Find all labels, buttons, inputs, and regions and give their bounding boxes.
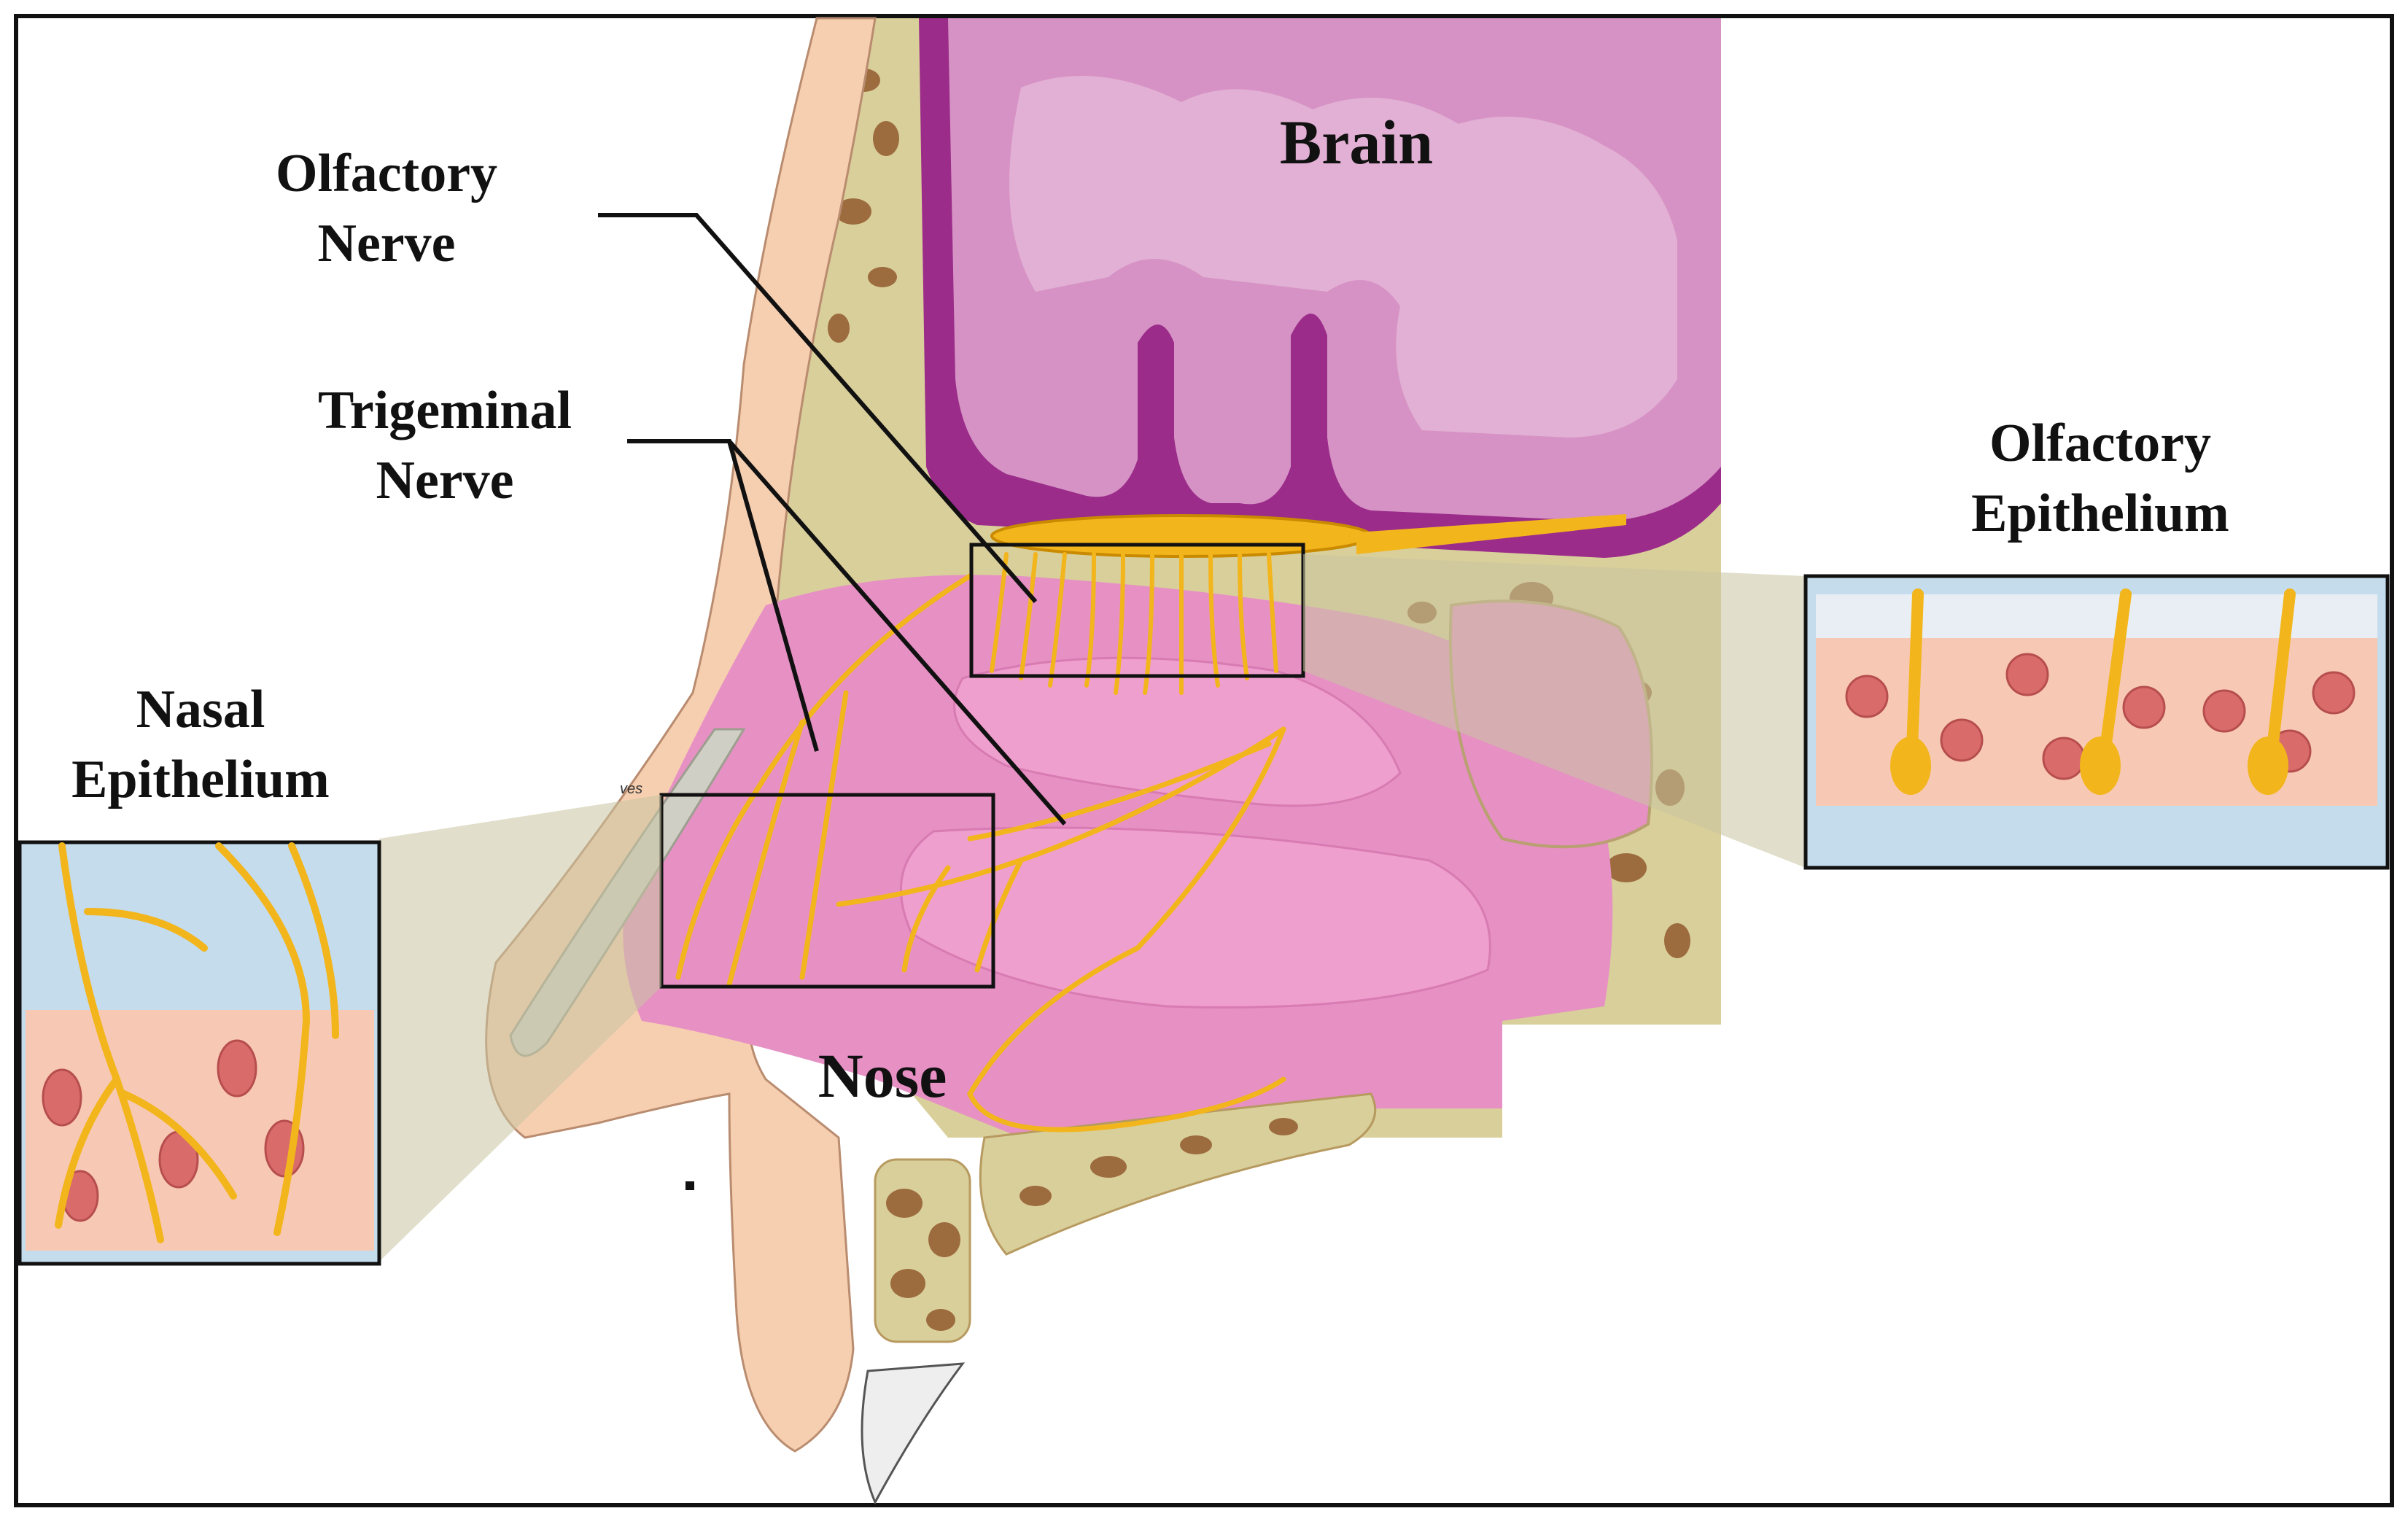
trigeminal-nerve-label: Trigeminal Nerve [284, 376, 605, 516]
olfactory-epithelium-label-line1: Olfactory [1989, 413, 2212, 473]
olfactory-nerve-label-line1: Olfactory [275, 144, 498, 203]
brain-label-text: Brain [1279, 107, 1434, 177]
olfactory-nerve-label: Olfactory Nerve [241, 139, 532, 279]
stray-mark [685, 1181, 694, 1190]
nasal-epithelium-label: Nasal Epithelium [36, 675, 365, 815]
brain-gyri [1009, 76, 1677, 438]
face-skin [485, 17, 877, 1453]
trigeminal-nerve-leader-b [727, 440, 1067, 825]
nose-label: Nose [766, 1036, 999, 1117]
olfactory-epithelium-inset [1803, 574, 2390, 870]
nasal-epithelium-inset [18, 840, 381, 1266]
maxilla-texture [886, 1189, 960, 1331]
small-annotation: ves [620, 781, 642, 797]
olfactory-epithelium-label-line2: Epithelium [1971, 483, 2229, 544]
olfactory-epithelium-label: Olfactory Epithelium [1925, 408, 2275, 548]
trigeminal-nerve-branches [675, 573, 1286, 1133]
olfactory-nerve-leader [598, 213, 1038, 603]
turbinate-upper [953, 656, 1402, 807]
nasal-epithelium-label-line2: Epithelium [71, 750, 330, 810]
turbinate-lower [899, 826, 1491, 1009]
trigeminal-nerve-label-line1: Trigeminal [317, 381, 572, 440]
olfactory-tract [1356, 514, 1626, 554]
olfactory-nerve-label-line2: Nerve [317, 214, 456, 274]
nasal-callout-connector [379, 795, 661, 1262]
nasal-epithelium-label-line1: Nasal [136, 680, 265, 739]
trigeminal-nerve-label-line2: Nerve [376, 451, 514, 511]
tooth [861, 1362, 966, 1505]
olfactory-callout-connector [1303, 554, 1806, 868]
olfactory-bulb [990, 514, 1372, 558]
nose-label-text: Nose [817, 1041, 947, 1111]
palate-bone-texture [1019, 1118, 1298, 1206]
brain-label: Brain [1240, 102, 1473, 184]
